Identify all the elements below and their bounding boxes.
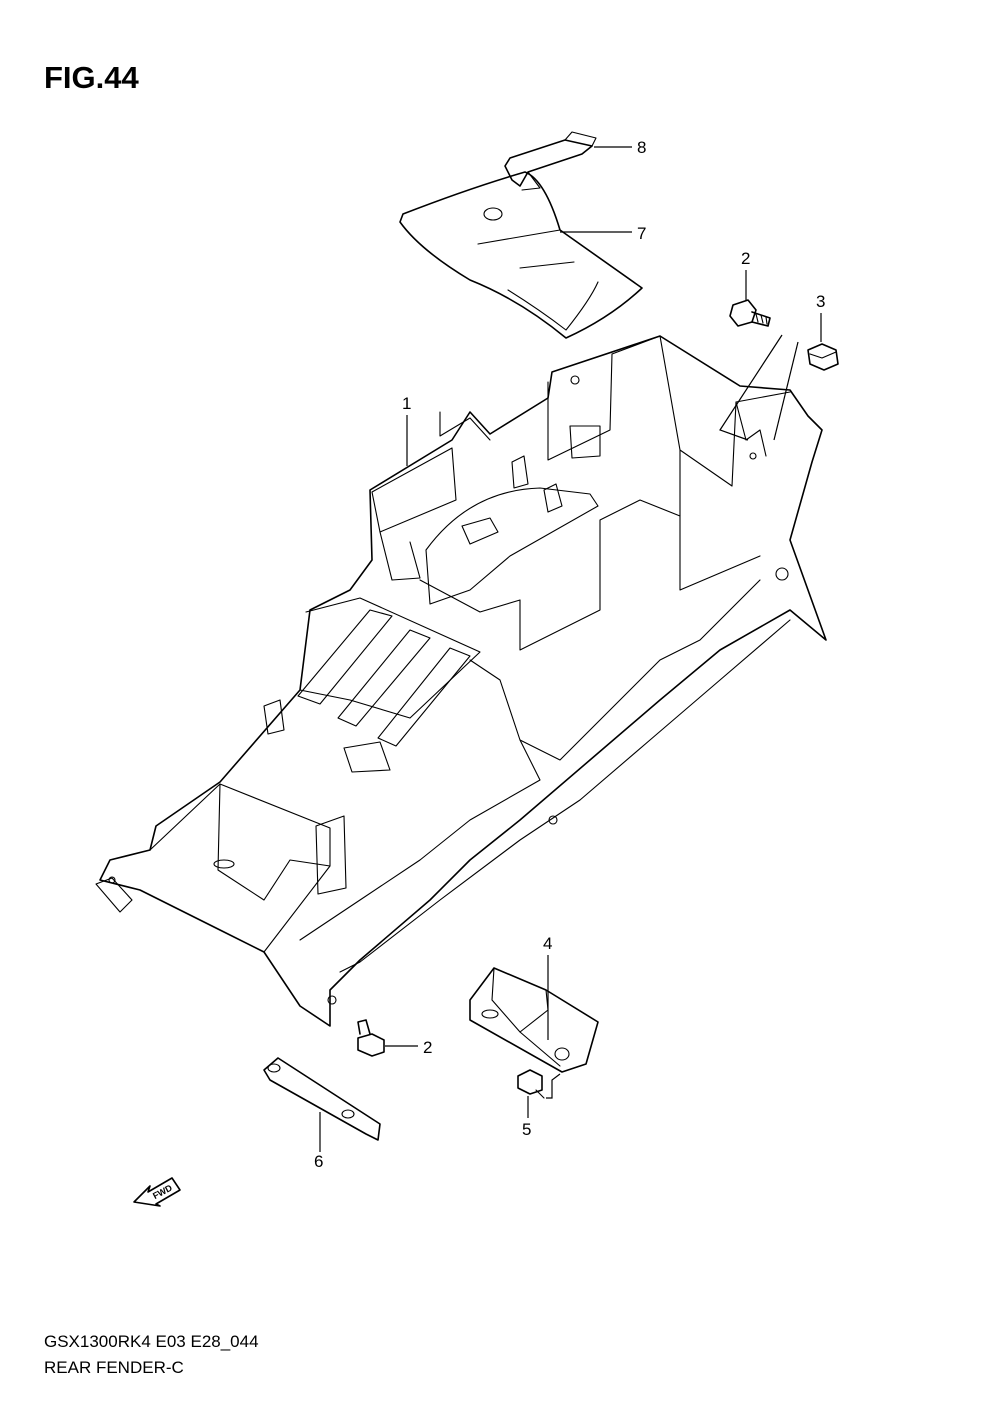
part-4-bracket bbox=[469, 967, 599, 1073]
callout-1: 1 bbox=[402, 394, 411, 413]
figure-title: FIG.44 bbox=[44, 60, 139, 95]
part-7-tool-bag bbox=[399, 171, 643, 339]
part-2-bolt-bottom bbox=[357, 1019, 385, 1057]
callout-4: 4 bbox=[543, 934, 552, 953]
part-8-strap bbox=[504, 131, 597, 191]
callout-2-bottom: 2 bbox=[423, 1038, 432, 1057]
footer-model-code: GSX1300RK4 E03 E28_044 bbox=[44, 1332, 259, 1351]
callout-5: 5 bbox=[522, 1120, 531, 1139]
callout-6: 6 bbox=[314, 1152, 323, 1171]
part-2-bolt-top bbox=[729, 299, 771, 327]
callout-2-top: 2 bbox=[741, 249, 750, 268]
reference-line-nut bbox=[773, 341, 799, 441]
leader-line-5 bbox=[527, 1073, 561, 1118]
reference-line-bolt bbox=[719, 334, 783, 441]
part-3-nut bbox=[807, 343, 839, 371]
part-1-rear-fender bbox=[95, 335, 827, 1027]
callout-3: 3 bbox=[816, 292, 825, 311]
footer-part-name: REAR FENDER-C bbox=[44, 1358, 184, 1377]
part-6-plate bbox=[263, 1057, 381, 1141]
part-5-screw bbox=[517, 1069, 545, 1099]
callout-7: 7 bbox=[637, 224, 646, 243]
fwd-label: FWD bbox=[151, 1182, 174, 1201]
fwd-arrow-icon: FWD bbox=[133, 1177, 181, 1207]
callout-8: 8 bbox=[637, 138, 646, 157]
